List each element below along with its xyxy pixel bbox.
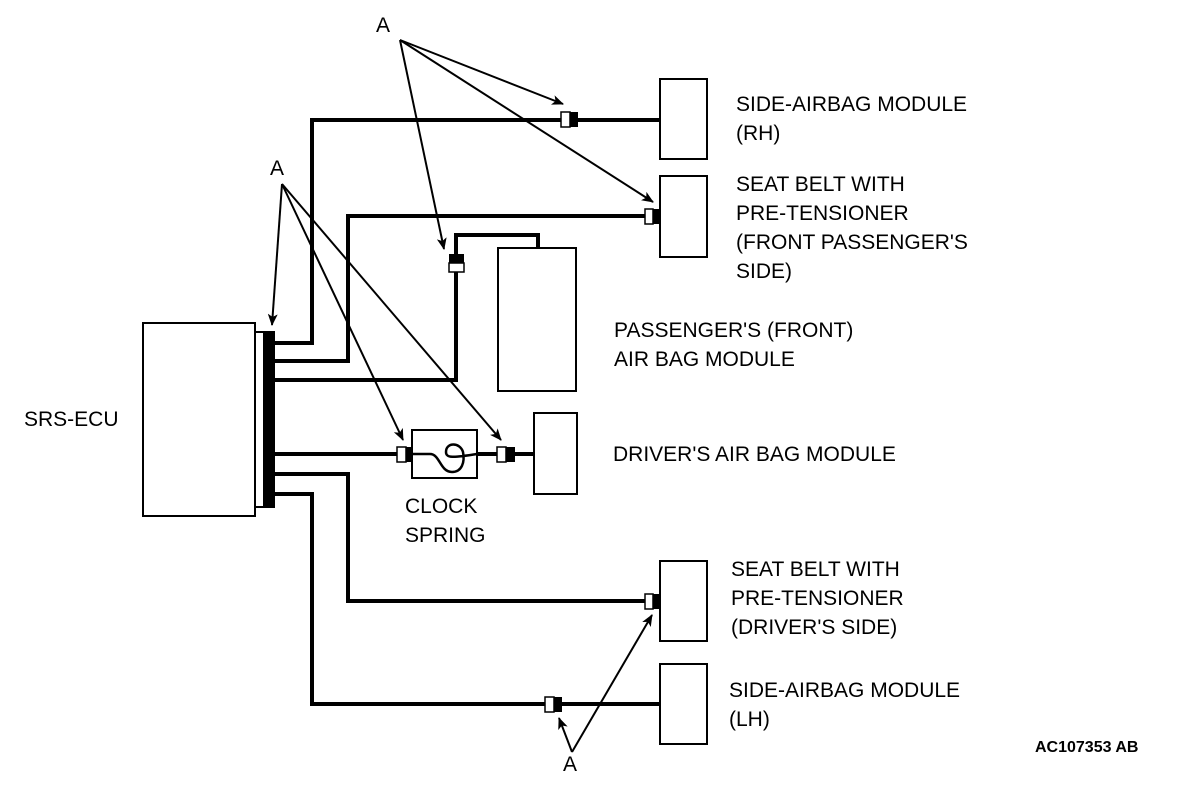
- wire-seatbelt-front-passenger: [275, 214, 645, 363]
- arrow-top-to-seatbelt-fp: [399, 39, 654, 203]
- srs-ecu: [142, 322, 275, 517]
- callout-a-top: A: [376, 14, 391, 37]
- callout-a-bottom: A: [563, 753, 578, 776]
- clock-spring: [411, 429, 478, 479]
- label-passenger-front-airbag: PASSENGER'S (FRONT) AIR BAG MODULE: [614, 319, 854, 371]
- wire-seatbelt-driver: [275, 472, 645, 603]
- label-clock-spring: CLOCK SPRING: [405, 495, 486, 547]
- callout-a-left: A: [270, 157, 285, 180]
- arrow-left-to-ecu: [267, 183, 283, 326]
- callout-arrows: [267, 39, 654, 753]
- side-airbag-lh-module: [659, 663, 708, 745]
- arrow-left-to-clock: [281, 183, 404, 441]
- arrow-bottom-to-seatbelt-d: [571, 614, 653, 753]
- label-seatbelt-front-passenger: SEAT BELT WITH PRE-TENSIONER (FRONT PASS…: [736, 173, 968, 283]
- label-side-airbag-lh: SIDE-AIRBAG MODULE (LH): [729, 679, 961, 731]
- ecu-connector-block: [264, 331, 275, 508]
- side-airbag-rh-module: [659, 78, 708, 160]
- wire-side-airbag-rh: [275, 118, 660, 345]
- connector-driver-airbag: [496, 446, 515, 463]
- wire-passenger-airbag: [275, 233, 540, 382]
- seatbelt-front-passenger-module: [659, 175, 708, 258]
- connector-side-airbag-lh: [544, 696, 562, 713]
- driver-airbag-module: [533, 412, 578, 495]
- spiral-spring-icon: [412, 443, 478, 474]
- label-seatbelt-driver: SEAT BELT WITH PRE-TENSIONER (DRIVER'S S…: [731, 558, 904, 639]
- label-driver-airbag: DRIVER'S AIR BAG MODULE: [613, 443, 896, 466]
- arrow-top-to-passenger: [399, 39, 447, 250]
- connector-seatbelt-driver: [644, 593, 660, 610]
- wire-side-airbag-lh: [275, 492, 660, 706]
- wiring-harness: [275, 118, 660, 706]
- seatbelt-driver-module: [659, 560, 708, 642]
- arrow-top-to-rh: [399, 39, 564, 105]
- label-srs-ecu: SRS-ECU: [24, 408, 119, 431]
- passenger-front-airbag-module: [497, 247, 577, 392]
- label-side-airbag-rh: SIDE-AIRBAG MODULE (RH): [736, 93, 968, 145]
- connector-seatbelt-front-passenger: [644, 208, 660, 225]
- connector-passenger-airbag: [448, 254, 465, 273]
- arrow-left-to-driver: [281, 183, 502, 441]
- figure-code: AC107353 AB: [1035, 739, 1139, 756]
- connector-side-airbag-rh: [560, 111, 578, 128]
- arrow-bottom-to-lh: [558, 717, 573, 753]
- connector-clock-spring-ecu-side: [396, 446, 413, 463]
